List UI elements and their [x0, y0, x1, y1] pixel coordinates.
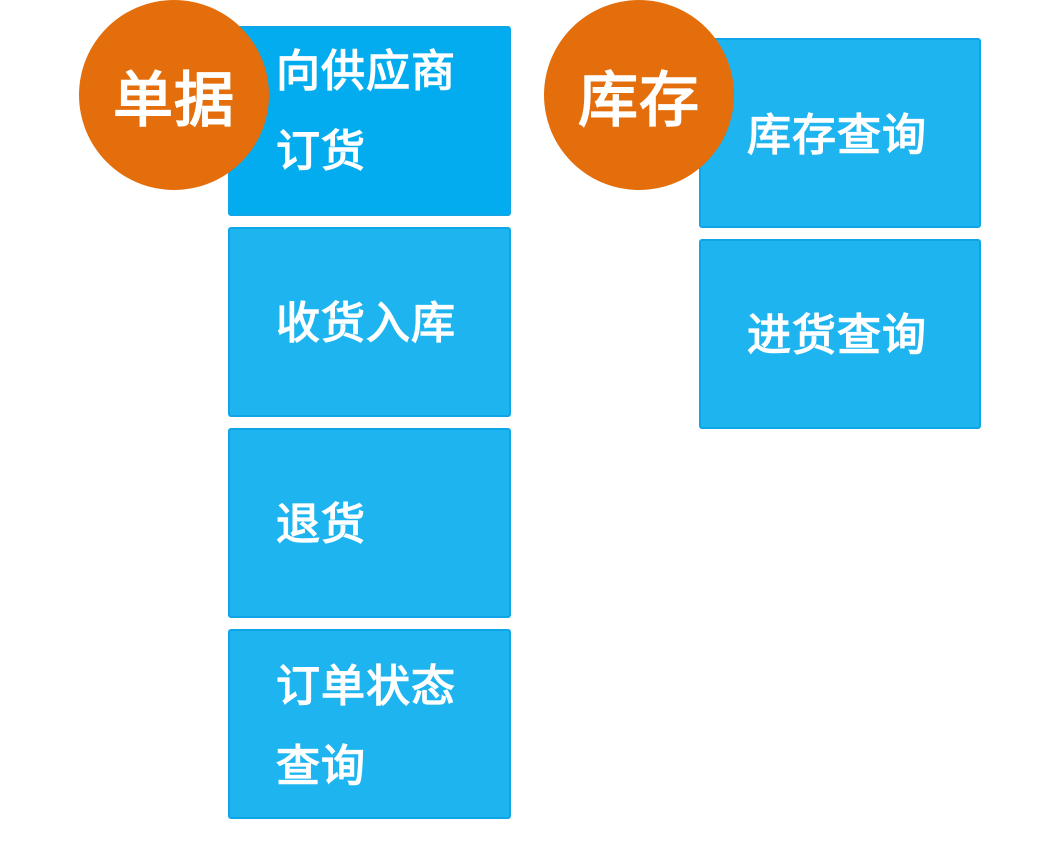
order-status-query-label: 订单状态 查询 — [276, 661, 456, 792]
inventory-badge: 库存 — [544, 0, 734, 190]
order-to-supplier-tile[interactable]: 向供应商 订货 — [228, 26, 511, 216]
order-to-supplier-label: 向供应商 订货 — [276, 46, 456, 177]
order-status-query-tile[interactable]: 订单状态 查询 — [228, 629, 511, 819]
receive-into-stock-tile[interactable]: 收货入库 — [228, 227, 511, 417]
inventory-query-label: 库存查询 — [747, 110, 927, 161]
return-goods-tile[interactable]: 退货 — [228, 428, 511, 618]
purchase-query-label: 进货查询 — [747, 310, 927, 361]
inventory-query-tile[interactable]: 库存查询 — [699, 38, 981, 228]
return-goods-label: 退货 — [276, 499, 366, 550]
purchase-query-tile[interactable]: 进货查询 — [699, 239, 981, 429]
documents-badge: 单据 — [79, 0, 269, 190]
receive-into-stock-label: 收货入库 — [276, 298, 456, 349]
